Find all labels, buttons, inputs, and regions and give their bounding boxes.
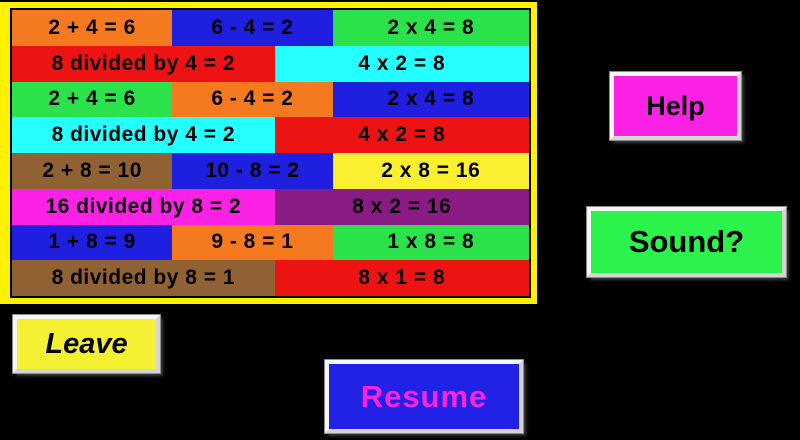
resume-button-label: Resume [360,378,488,414]
help-button[interactable]: Help [610,72,741,140]
resume-button[interactable]: Resume [325,360,523,433]
equation-cell[interactable]: 4 x 2 = 8 [274,45,529,82]
equation-cell[interactable]: 8 x 1 = 8 [274,260,529,296]
equation-cell[interactable]: 8 divided by 8 = 1 [12,260,275,296]
equation-cell[interactable]: 16 divided by 8 = 2 [12,188,275,225]
equation-cell[interactable]: 2 + 4 = 6 [12,81,173,118]
equation-cell[interactable]: 2 x 4 = 8 [332,81,529,118]
leave-button[interactable]: Leave [13,315,160,373]
sound-toggle-label: Sound? [628,224,745,259]
equation-cell[interactable]: 10 - 8 = 2 [172,153,333,189]
equation-cell[interactable]: 2 x 4 = 8 [332,10,529,46]
equation-cell[interactable]: 1 x 8 = 8 [332,224,529,261]
equation-cell[interactable]: 8 divided by 4 = 2 [12,117,275,153]
sound-toggle-button[interactable]: Sound? [587,207,786,277]
equation-cell[interactable]: 8 divided by 4 = 2 [12,45,275,82]
help-button-label: Help [646,90,705,121]
leave-button-label: Leave [45,327,128,360]
equation-cell[interactable]: 2 + 8 = 10 [12,153,173,189]
equation-cell[interactable]: 8 x 2 = 16 [274,188,529,225]
equation-cell[interactable]: 9 - 8 = 1 [172,224,333,261]
equation-cell[interactable]: 6 - 4 = 2 [172,10,333,46]
equation-cell[interactable]: 6 - 4 = 2 [172,81,333,118]
equation-cell[interactable]: 1 + 8 = 9 [12,224,173,261]
equation-cell[interactable]: 2 + 4 = 6 [12,10,173,46]
equation-cell[interactable]: 2 x 8 = 16 [332,153,529,189]
equation-cell[interactable]: 4 x 2 = 8 [274,117,529,153]
